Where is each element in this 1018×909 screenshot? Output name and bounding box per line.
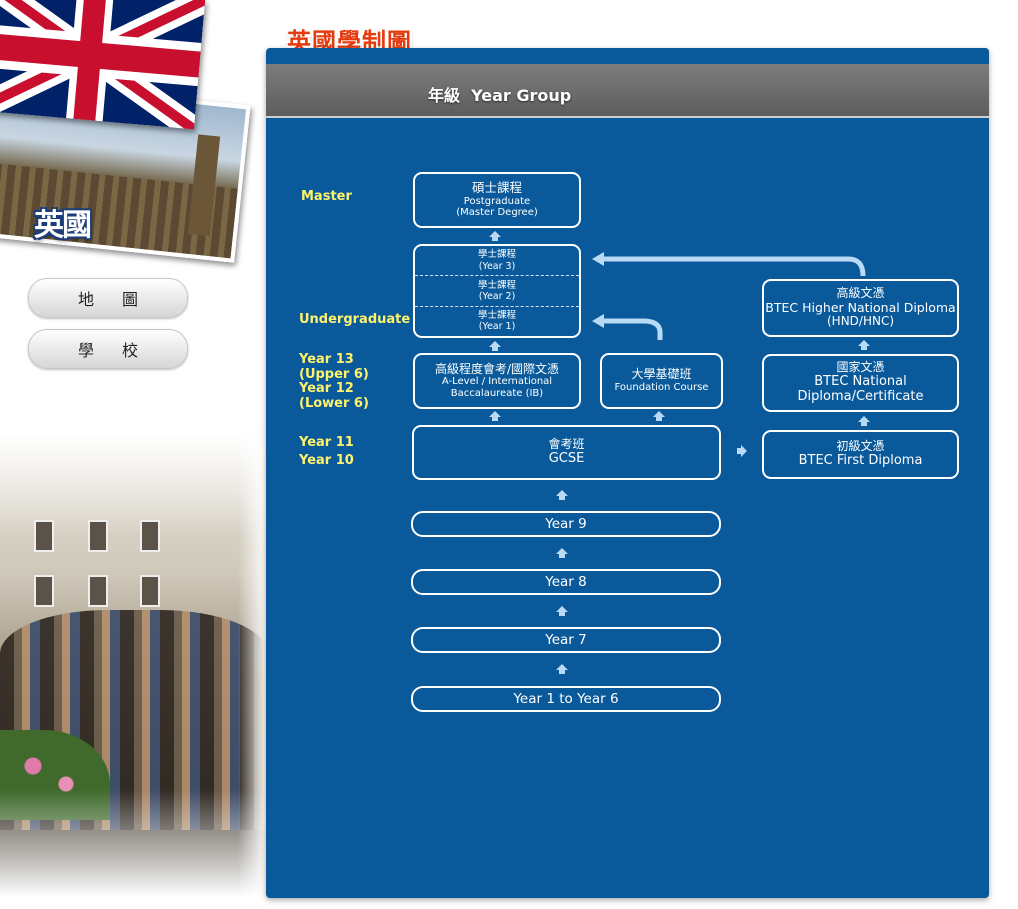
undergrad-year3: 學士課程 (Year 3)	[477, 249, 516, 272]
arrow-up-icon	[489, 341, 501, 351]
btec-hnd-en1: BTEC Higher National Diploma	[765, 299, 956, 315]
postgraduate-cn: 碩士課程	[471, 180, 522, 196]
btec-first-cn: 初級文憑	[836, 439, 885, 454]
box-year1-to-6: Year 1 to Year 6	[411, 686, 721, 712]
label-year12: Year 12	[299, 381, 354, 396]
btec-national-cn: 國家文憑	[836, 360, 885, 375]
arrow-up-icon	[556, 664, 568, 674]
btec-national-en2: Diploma/Certificate	[797, 388, 924, 404]
alevel-en1: A-Level / International	[441, 376, 553, 388]
country-banner: 英國	[0, 0, 251, 263]
box-alevel: 高級程度會考/國際文憑 A-Level / International Bacc…	[413, 353, 581, 409]
alevel-cn: 高級程度會考/國際文憑	[434, 361, 560, 376]
foundation-cn: 大學基礎班	[631, 367, 692, 382]
box-year9: Year 9	[411, 511, 721, 537]
btec-first-en: BTEC First Diploma	[798, 452, 923, 468]
gcse-cn: 會考班	[548, 437, 585, 452]
label-master: Master	[301, 189, 352, 204]
arrow-up-icon	[653, 411, 665, 421]
arrow-right-icon	[737, 445, 747, 457]
arrow-up-icon	[556, 606, 568, 616]
box-year7: Year 7	[411, 627, 721, 653]
box-gcse: 會考班 GCSE	[412, 425, 721, 480]
box-btec-first: 初級文憑 BTEC First Diploma	[762, 430, 959, 479]
alevel-en2: Baccalaureate (IB)	[450, 387, 544, 399]
btec-national-en1: BTEC National	[814, 373, 907, 389]
btec-hnd-cn: 高級文憑	[836, 286, 885, 301]
gcse-en: GCSE	[548, 450, 585, 466]
box-btec-hnd: 高級文憑 BTEC Higher National Diploma (HND/H…	[762, 279, 959, 337]
label-year10: Year 10	[299, 453, 354, 468]
arrow-up-icon	[858, 416, 870, 426]
undergrad-year1: 學士課程 (Year 1)	[415, 305, 579, 336]
map-button[interactable]: 地圖	[28, 278, 188, 318]
label-upper6: (Upper 6)	[299, 367, 369, 382]
box-btec-national: 國家文憑 BTEC National Diploma/Certificate	[762, 354, 959, 412]
label-year11: Year 11	[299, 435, 354, 450]
education-system-panel: 年級 Year Group Master Undergraduate Year …	[266, 48, 989, 898]
foundation-en: Foundation Course	[614, 382, 709, 394]
student-group-photo	[0, 430, 268, 909]
arrow-up-icon	[489, 411, 501, 421]
label-undergraduate: Undergraduate	[299, 312, 411, 327]
btec-hnd-en2: (HND/HNC)	[826, 314, 895, 329]
uk-flag-icon	[0, 0, 206, 130]
arrow-up-icon	[556, 490, 568, 500]
arrow-up-icon	[858, 340, 870, 350]
undergrad-year2: 學士課程 (Year 2)	[415, 275, 579, 305]
box-postgraduate: 碩士課程 Postgraduate (Master Degree)	[413, 172, 581, 228]
curved-arrows	[592, 252, 866, 340]
panel-header-text: 年級 Year Group	[428, 86, 572, 105]
box-undergraduate: 學士課程 (Year 3) 學士課程 (Year 2) 學士課程 (Year 1…	[413, 244, 581, 338]
panel-header: 年級 Year Group	[266, 64, 989, 118]
postgraduate-en1: Postgraduate	[463, 195, 531, 207]
box-year8: Year 8	[411, 569, 721, 595]
postgraduate-en2: (Master Degree)	[456, 207, 538, 219]
schools-button[interactable]: 學校	[28, 329, 188, 369]
label-year13: Year 13	[299, 352, 354, 367]
label-lower6: (Lower 6)	[299, 396, 369, 411]
box-foundation: 大學基礎班 Foundation Course	[600, 353, 723, 409]
country-title: 英國	[34, 208, 92, 243]
arrow-up-icon	[489, 231, 501, 241]
arrow-up-icon	[556, 548, 568, 558]
